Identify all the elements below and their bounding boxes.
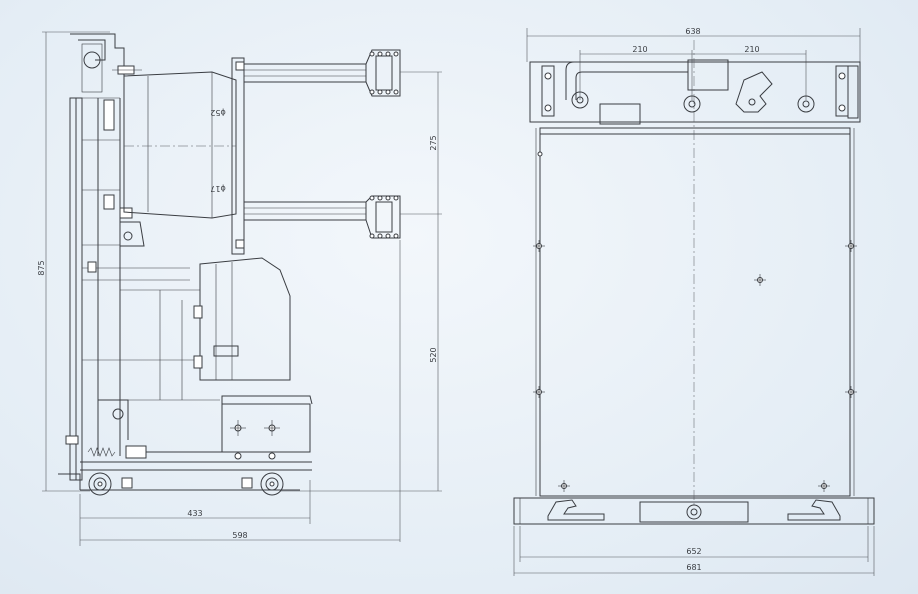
spring xyxy=(87,447,116,457)
top-panel xyxy=(529,61,861,123)
pole-terminal-middle xyxy=(683,95,701,113)
lower-contact-arm xyxy=(243,195,401,239)
dim-210-left: 210 xyxy=(632,45,647,54)
dim-652: 652 xyxy=(686,547,701,556)
wheel-front xyxy=(88,472,112,496)
base-hook-left xyxy=(547,499,605,521)
dim-433: 433 xyxy=(187,509,202,518)
dim-275: 275 xyxy=(429,135,438,150)
dim-598: 598 xyxy=(232,531,247,540)
breaker-body xyxy=(539,127,851,497)
interrupter-housing xyxy=(123,71,237,219)
dim-681: 681 xyxy=(686,563,701,572)
label-phi17: ϕ17 xyxy=(210,184,225,193)
dim-520: 520 xyxy=(429,347,438,362)
side-view: 875 ϕ52 ϕ17 xyxy=(37,31,442,546)
trip-lever xyxy=(735,71,773,113)
dim-210-right: 210 xyxy=(744,45,759,54)
upper-contact-arm xyxy=(243,49,401,97)
label-phi52: ϕ52 xyxy=(210,108,225,117)
pole-terminal-right xyxy=(797,95,815,113)
mechanism-housing xyxy=(199,257,291,381)
dim-height-875: 875 xyxy=(37,260,46,275)
flange-plate xyxy=(231,57,245,255)
dim-638: 638 xyxy=(685,27,700,36)
front-view: 638 210 210 xyxy=(513,27,875,576)
wheel-rear xyxy=(260,472,284,496)
base-plate xyxy=(513,497,875,525)
racking-handle xyxy=(686,504,702,520)
body-bolts xyxy=(533,151,857,492)
base-hook-right xyxy=(787,499,841,521)
pole-terminal-left xyxy=(571,91,589,109)
